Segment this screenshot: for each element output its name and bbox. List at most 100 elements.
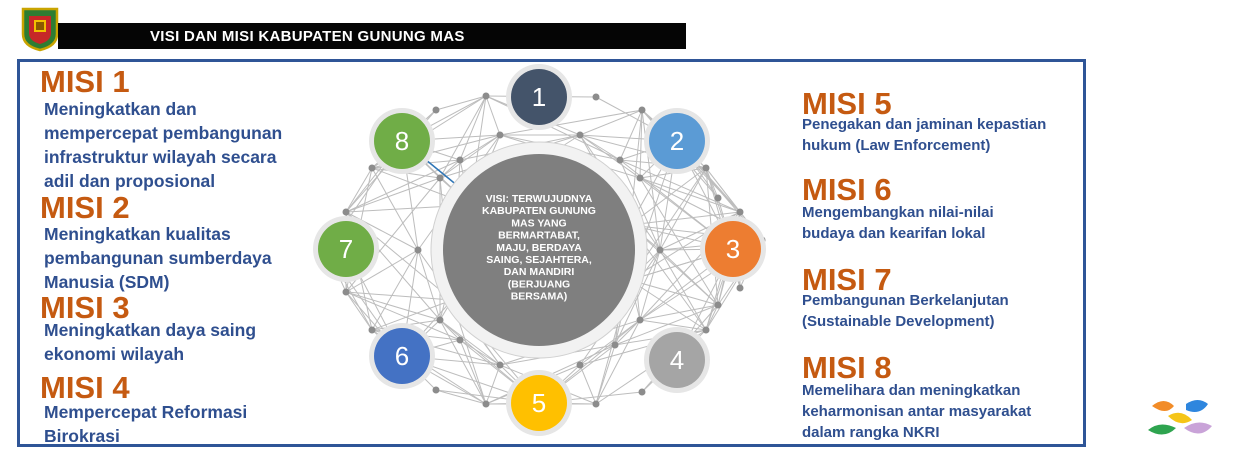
network-line xyxy=(619,159,661,251)
network-line xyxy=(435,95,487,111)
misi-5-text: Penegakan dan jaminan kepastian hukum (L… xyxy=(802,114,1046,156)
network-line xyxy=(614,304,719,346)
network-dot xyxy=(432,386,440,394)
regency-emblem-icon xyxy=(21,7,59,52)
mission-node-label: 7 xyxy=(339,234,353,264)
network-line xyxy=(639,109,643,179)
misi-7-line: (Sustainable Development) xyxy=(802,313,995,330)
network-dot xyxy=(456,336,464,344)
network-dot xyxy=(702,164,710,172)
misi-1-line: infrastruktur wilayah secara xyxy=(44,147,277,167)
misi-7-text: Pembangunan Berkelanjutan (Sustainable D… xyxy=(802,290,1009,332)
network-line xyxy=(629,167,707,226)
network-line xyxy=(485,95,501,136)
network-line xyxy=(485,364,501,405)
mission-node-label: 1 xyxy=(532,82,546,112)
network-line xyxy=(639,319,707,331)
mission-node-circle xyxy=(511,69,567,125)
network-line xyxy=(629,279,707,331)
vision-line: MAS YANG xyxy=(511,217,566,229)
vision-line: BERSAMA) xyxy=(511,291,568,303)
network-line xyxy=(345,167,373,213)
network-dot xyxy=(638,388,646,396)
network-dot xyxy=(638,106,646,114)
mission-node-label: 3 xyxy=(726,234,740,264)
network-dot xyxy=(592,93,600,101)
network-line xyxy=(619,109,643,161)
network-dot xyxy=(482,92,490,100)
mission-node-8: 8 xyxy=(369,108,435,174)
network-dot xyxy=(576,361,584,369)
mission-node-4: 4 xyxy=(644,327,710,393)
vision-inner-circle xyxy=(443,154,635,346)
network-line xyxy=(579,319,641,366)
network-dot xyxy=(736,208,744,216)
network-line xyxy=(371,167,419,251)
misi-3-text: Meningkatkan daya saing ekonomi wilayah xyxy=(44,318,256,366)
vision-line: VISI: TERWUJUDNYA xyxy=(486,193,593,205)
misi-2-text: Meningkatkan kualitas pembangunan sumber… xyxy=(44,222,272,294)
misi-1-title: MISI 1 xyxy=(40,64,130,99)
network-dot xyxy=(636,316,644,324)
network-line xyxy=(417,249,441,321)
network-line xyxy=(345,159,461,213)
network-line xyxy=(371,299,453,331)
network-line xyxy=(345,249,419,293)
mission-node-circle xyxy=(511,375,567,431)
network-line xyxy=(345,291,461,341)
mission-node-circle xyxy=(705,221,761,277)
network-line xyxy=(639,177,719,306)
network-line xyxy=(639,177,741,213)
network-line xyxy=(439,319,461,341)
network-line xyxy=(439,134,501,179)
mission-node-circle xyxy=(374,113,430,169)
network-dot xyxy=(592,400,600,408)
misi-2-line: pembangunan sumberdaya xyxy=(44,248,272,268)
misi-8-title: MISI 8 xyxy=(802,350,892,385)
network-line xyxy=(459,339,487,405)
network-line xyxy=(619,159,741,213)
network-line xyxy=(595,344,616,405)
mission-node-2: 2 xyxy=(644,108,710,174)
misi-4-text: Mempercepat Reformasi Birokrasi xyxy=(44,400,247,448)
network-dot xyxy=(436,174,444,182)
network-line xyxy=(459,95,487,161)
network-dot xyxy=(436,316,444,324)
mission-node-7: 7 xyxy=(313,216,379,282)
mission-node-3: 3 xyxy=(700,216,766,282)
misi-1-line: mempercepat pembangunan xyxy=(44,123,283,143)
network-line xyxy=(345,291,453,301)
misi-6-title: MISI 6 xyxy=(802,172,892,207)
network-dot xyxy=(714,194,722,202)
network-line xyxy=(345,291,441,321)
misi-2-line: Manusia (SDM) xyxy=(44,272,170,292)
network-line xyxy=(629,279,719,306)
network-line xyxy=(459,339,501,366)
network-dot xyxy=(368,164,376,172)
network-line xyxy=(345,291,373,331)
network-dot xyxy=(616,156,624,164)
network-dot xyxy=(342,208,350,216)
mission-node-label: 2 xyxy=(670,126,684,156)
network-line xyxy=(439,319,487,405)
vision-line: KABUPATEN GUNUNG xyxy=(482,205,596,217)
network-dot xyxy=(496,131,504,139)
colorful-leaf-logo-icon xyxy=(1148,400,1212,435)
misi-8-text: Memelihara dan meningkatkan keharmonisan… xyxy=(802,380,1031,443)
misi-2-line: Meningkatkan kualitas xyxy=(44,224,231,244)
network-dot xyxy=(456,156,464,164)
network-line xyxy=(659,249,707,331)
misi-6-text: Mengembangkan nilai-nilai budaya dan kea… xyxy=(802,202,994,244)
misi-5-title: MISI 5 xyxy=(802,86,892,121)
misi-4-line: Birokrasi xyxy=(44,426,120,446)
misi-1-text: Meningkatkan dan mempercepat pembangunan… xyxy=(44,97,282,193)
mission-node-circle xyxy=(318,221,374,277)
misi-8-line: dalam rangka NKRI xyxy=(802,424,940,441)
network-dot xyxy=(611,341,619,349)
vision-line: MAJU, BERDAYA xyxy=(496,242,582,254)
mission-node-label: 5 xyxy=(532,388,546,418)
misi-7-title: MISI 7 xyxy=(802,262,892,297)
